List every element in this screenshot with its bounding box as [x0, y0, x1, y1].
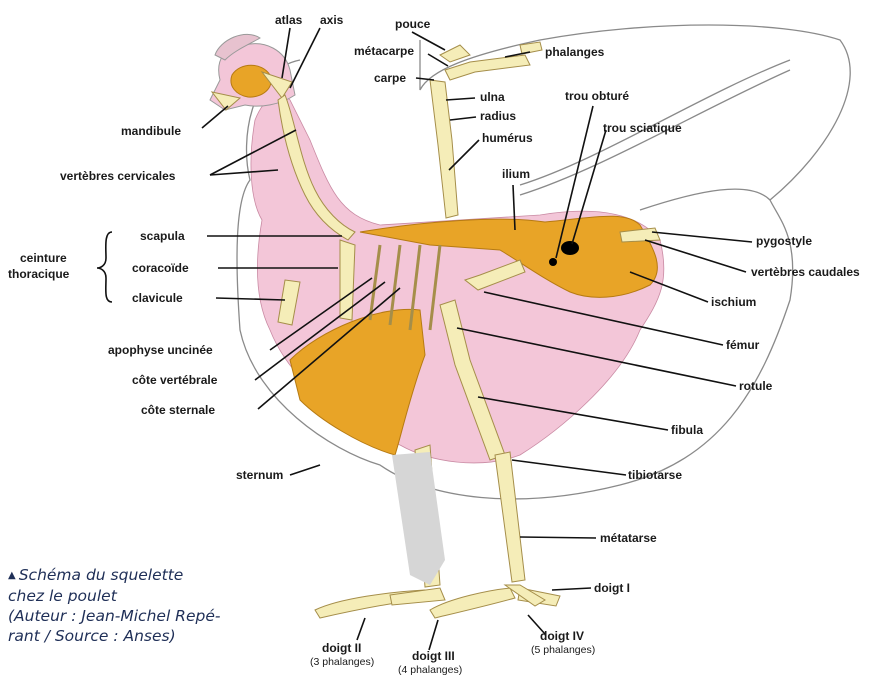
label-rotule: rotule	[739, 379, 773, 393]
label-cote-vertebrale: côte vertébrale	[132, 373, 218, 387]
caption-line-3: (Auteur : Jean-Michel Repé-	[8, 606, 258, 626]
label-fibula: fibula	[671, 423, 703, 437]
label-femur: fémur	[726, 338, 760, 352]
label-axis: axis	[320, 13, 344, 27]
label-coracoide: coracoïde	[132, 261, 189, 275]
leg-shadow	[392, 452, 445, 585]
label-phalanges: phalanges	[545, 45, 605, 59]
label-doigt-ii: doigt II	[322, 641, 361, 655]
label-ceinture-line2: thoracique	[8, 267, 70, 281]
label-ceinture-line1: ceinture	[20, 251, 67, 265]
label-clavicule: clavicule	[132, 291, 183, 305]
label-doigt-i: doigt I	[594, 581, 630, 595]
label-vertebres-cervicales: vertèbres cervicales	[60, 169, 176, 183]
feet	[315, 585, 560, 618]
label-pouce: pouce	[395, 17, 431, 31]
label-ischium: ischium	[711, 295, 756, 309]
label-humerus: humérus	[482, 131, 533, 145]
figure-caption: ▲Schéma du squelette chez le poulet (Aut…	[8, 565, 258, 646]
label-doigt-iv: doigt IV	[540, 629, 584, 643]
label-tibiotarse: tibiotarse	[628, 468, 682, 482]
caption-line-2: chez le poulet	[8, 586, 258, 606]
label-doigt-ii-sub: (3 phalanges)	[310, 656, 374, 668]
label-doigt-iv-sub: (5 phalanges)	[531, 644, 595, 656]
label-trou-obture: trou obturé	[565, 89, 629, 103]
label-scapula: scapula	[140, 229, 185, 243]
label-radius: radius	[480, 109, 516, 123]
trou-sciatique-hole	[561, 241, 579, 255]
label-carpe: carpe	[374, 71, 406, 85]
label-mandibule: mandibule	[121, 124, 181, 138]
label-ulna: ulna	[480, 90, 505, 104]
label-metacarpe: métacarpe	[354, 44, 414, 58]
label-cote-sternale: côte sternale	[141, 403, 215, 417]
label-sternum: sternum	[236, 468, 283, 482]
caption-line-1: ▲Schéma du squelette	[8, 565, 258, 586]
brace	[97, 232, 112, 302]
label-doigt-iii-sub: (4 phalanges)	[398, 664, 462, 675]
caption-text-1: Schéma du squelette	[19, 566, 184, 584]
caption-line-4: rant / Source : Anses)	[8, 626, 258, 646]
label-ilium: ilium	[502, 167, 530, 181]
label-metatarse: métatarse	[600, 531, 657, 545]
label-atlas: atlas	[275, 13, 303, 27]
triangle-marker-icon: ▲	[8, 570, 16, 581]
label-pygostyle: pygostyle	[756, 234, 812, 248]
label-vertebres-caudales: vertèbres caudales	[751, 265, 860, 279]
label-apophyse-uncinee: apophyse uncinée	[108, 343, 213, 357]
trou-obture-hole	[549, 258, 557, 266]
label-doigt-iii: doigt III	[412, 649, 455, 663]
label-trou-sciatique: trou sciatique	[603, 121, 682, 135]
